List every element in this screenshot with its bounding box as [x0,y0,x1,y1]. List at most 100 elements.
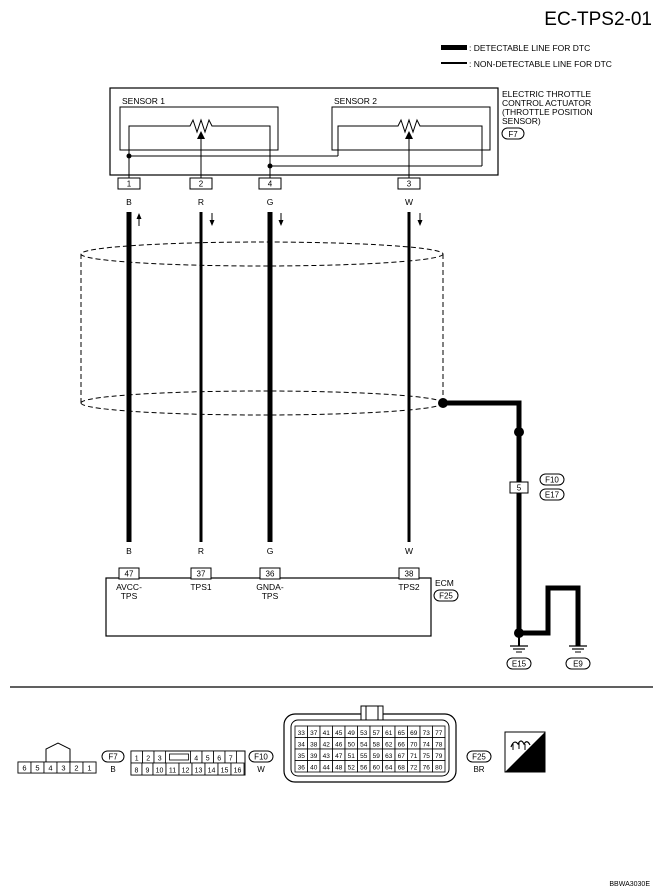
wire-color-bottom-4: W [405,546,413,556]
legend-detectable-swatch [441,45,467,50]
f25-pin-68-label: 68 [398,765,406,772]
f7-pin-4-label: 4 [48,764,52,773]
f7-pin-5-label: 5 [35,764,39,773]
f25-pin-45-label: 45 [335,730,343,737]
actuator-name-line-2: CONTROL ACTUATOR [502,98,591,108]
throttle-actuator: ELECTRIC THROTTLE CONTROL ACTUATOR (THRO… [109,87,593,190]
f25-pin-69-label: 69 [410,730,418,737]
f7-pin-3-label: 3 [61,764,65,773]
f10-pin-3-label: 3 [158,756,162,763]
wire-color-top-2: R [198,197,204,207]
ecm-connector-badge [433,589,459,602]
terminal-number: 37 [197,570,206,579]
pin-number: 4 [268,180,273,189]
ground-wire-color-3: B [575,604,581,614]
f25-pin-67-label: 67 [398,753,406,760]
ecm-terminal-36: 36 [259,567,281,580]
f25-pin-37-label: 37 [310,730,318,737]
f25-pin-73-label: 73 [423,730,431,737]
actuator-connector-id: F7 [508,130,518,139]
f25-id: F25 [472,753,486,762]
ground-symbol-e9 [569,645,587,653]
f7-pin-6-label: 6 [22,764,26,773]
f25-pin-50-label: 50 [348,742,356,749]
ecm-connector-id: F25 [439,592,453,601]
shield-drain-wire [443,400,522,432]
shield-wire-color: B [516,457,522,467]
f25-pin-52-label: 52 [348,765,356,772]
f25-badge [466,750,492,763]
shield-ground-circuit: B 5 F10 E17 B B B B E15 E9 [438,398,591,670]
harness-icon [510,740,531,750]
f25-pin-80-label: 80 [435,765,443,772]
ecm-label-gnda-tps-1: GNDA- [256,582,284,592]
f25-pin-71-label: 71 [410,753,418,760]
sensor2-wiper-arrow [405,131,413,139]
ground-symbol-e15 [510,645,528,653]
f25-pin-80-cell [432,760,446,773]
f10-pin-4-label: 4 [194,756,198,763]
f10-pin-10-label: 10 [156,768,164,775]
f25-pin-76-label: 76 [423,765,431,772]
f25-pin-56-label: 56 [360,765,368,772]
f10-color: W [257,765,265,774]
supply-junction [126,153,132,159]
ecm-name: ECM [435,578,454,588]
lower-wire-color: B [516,504,522,514]
wire-color-bottom-1: B [126,546,132,556]
f7-pin-1-label: 1 [87,764,91,773]
f10-badge [248,750,274,763]
ground-id-e9: E9 [573,660,583,669]
f25-pin-46-label: 46 [335,742,343,749]
ground-id-e15: E15 [512,660,527,669]
terminal-number: 38 [405,570,414,579]
f25-lock-tab [360,705,384,721]
f25-pin-77-label: 77 [435,730,443,737]
ecm-terminal-38: 38 [398,567,420,580]
wire-color-top-1: B [126,197,132,207]
pin-number: 3 [407,180,412,189]
pin-number: 1 [127,180,132,189]
f25-pin-36-label: 36 [298,765,306,772]
joint-connector-id-e17: E17 [545,491,560,500]
f10-pin-16-cell [230,762,245,776]
wire-color-top-3: G [267,197,274,207]
f25-pin-48-label: 48 [335,765,343,772]
joint-pin-number: 5 [517,484,522,493]
actuator-name-line-4: SENSOR) [502,116,541,126]
f10-pin-12-label: 12 [182,768,190,775]
sensor1-box [119,106,279,151]
f25-pin-34-label: 34 [298,742,306,749]
ground-wire-color-1: B [516,604,522,614]
joint-connector-id-f10: F10 [545,476,559,485]
signal-arrow-down-4 [417,213,423,226]
f7-lock-tab [45,742,71,762]
joint-connector-badge-f10 [539,473,565,486]
wire-shield [80,241,444,416]
f10-pin-7-label: 7 [229,756,233,763]
signal-arrow-down-2 [209,213,215,226]
f10-pin-14-label: 14 [208,768,216,775]
ground-junction [267,163,273,169]
f10-pin-5-label: 5 [206,756,210,763]
terminal-number: 47 [125,570,134,579]
figure-code: BBWA3030E [609,881,650,888]
ecm-label-tps2: TPS2 [398,582,420,592]
f7-badge [101,750,125,763]
f25-pin-51-label: 51 [348,753,356,760]
f7-pin-2-label: 2 [74,764,78,773]
ecm-label-gnda-tps-2: TPS [262,591,279,601]
f25-color: BR [473,765,484,774]
f7-color: B [110,765,115,774]
ground-jumper-wire [519,585,581,646]
f10-pin-16-label: 16 [234,768,242,775]
ground-wire-color-2: B [545,604,551,614]
hs-badge-diagonal [505,732,545,772]
hs-badge-text: H.S. [527,760,545,770]
f10-key-slot [169,753,189,761]
f10-pin-6-label: 6 [217,756,221,763]
